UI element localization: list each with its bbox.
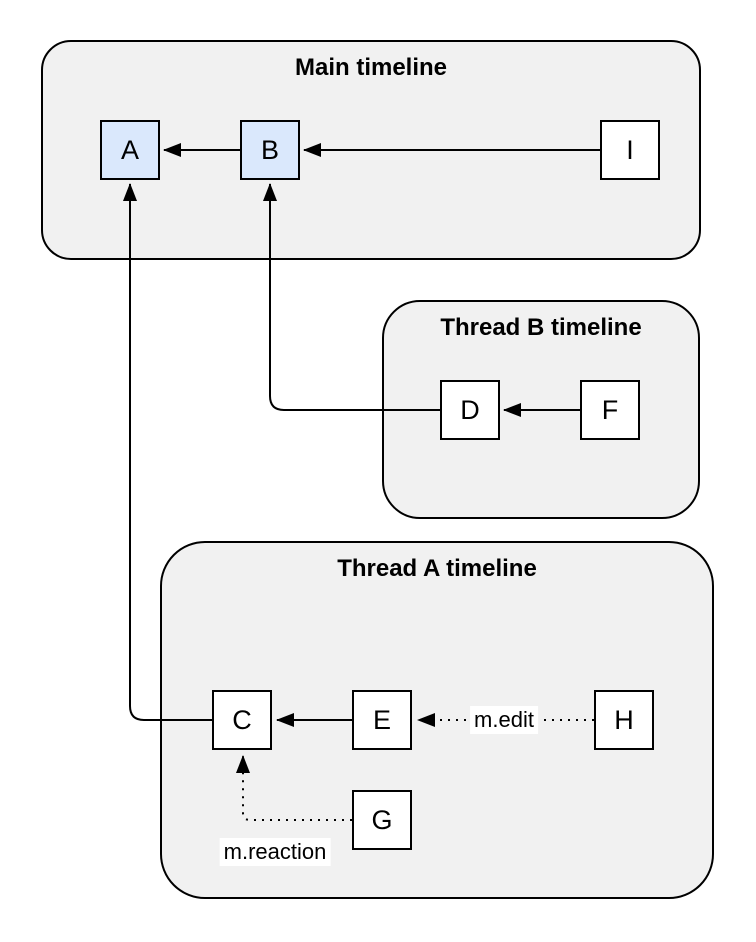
container-title-thread-b-timeline: Thread B timeline [440,314,642,341]
node-i-label: I [626,134,634,165]
edge-label-m-reaction: m.reaction [219,838,331,866]
node-a-label: A [120,134,139,165]
node-e-label: E [372,704,391,735]
edge-c-to-a [123,183,212,721]
node-c: C [212,690,272,750]
container-title-thread-a-timeline: Thread A timeline [337,555,537,582]
node-g: G [352,790,412,850]
node-h: H [594,690,654,750]
node-f-label: F [601,394,619,425]
node-i: I [600,120,660,180]
node-g-label: G [371,804,393,835]
node-d: D [440,380,500,440]
node-f: F [580,380,640,440]
node-e: E [352,690,412,750]
node-a: A [100,120,160,180]
node-b: B [240,120,300,180]
node-d-label: D [460,394,480,425]
node-h-label: H [614,704,634,735]
edge-g-to-c [236,755,352,821]
node-c-label: C [232,704,252,735]
container-title-main-timeline: Main timeline [294,54,448,81]
edge-label-m-edit: m.edit [470,706,538,734]
edge-d-to-b [263,183,440,411]
node-b-label: B [260,134,279,165]
